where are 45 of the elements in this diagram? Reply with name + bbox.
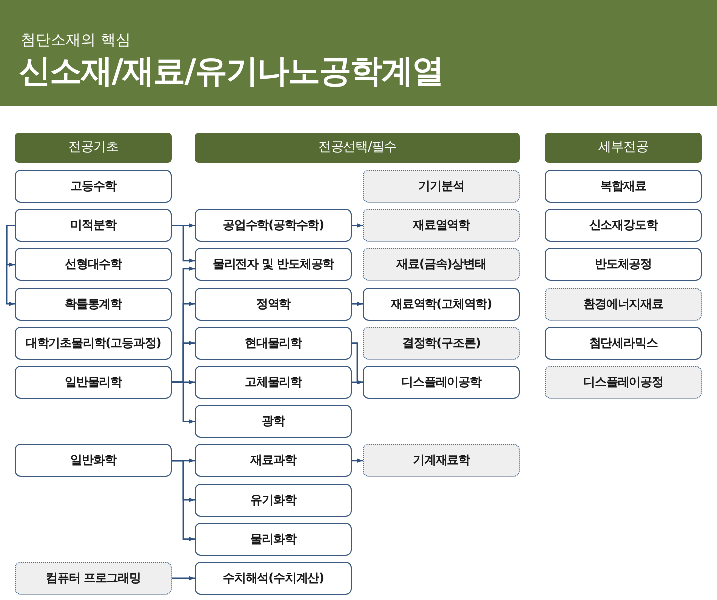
course-box: 반도체공정 <box>545 248 702 282</box>
course-box: 현대물리학 <box>195 326 352 360</box>
course-box: 디스플레이공학 <box>363 366 520 399</box>
course-box: 재료(금속)상변태 <box>363 248 520 282</box>
arrow <box>172 576 195 581</box>
arrow <box>6 225 15 306</box>
course-box: 선형대수학 <box>15 248 172 282</box>
course-box: 수치해석(수치계산) <box>195 562 352 595</box>
arrow <box>172 382 195 424</box>
course-box: 확률통계학 <box>15 288 172 321</box>
course-box: 고등수학 <box>15 170 172 203</box>
course-box: 일반화학 <box>15 444 172 478</box>
course-box: 재료과학 <box>195 444 352 478</box>
arrow <box>172 225 195 264</box>
course-box: 환경에너지재료 <box>545 288 702 321</box>
course-box: 정역학 <box>195 288 352 321</box>
course-box: 결정학(구조론) <box>363 326 520 360</box>
course-box: 기계재료학 <box>363 444 520 478</box>
column-header: 전공기초 <box>15 133 172 163</box>
course-box: 유기화학 <box>195 484 352 517</box>
course-box: 기기분석 <box>363 170 520 203</box>
arrow <box>352 380 363 385</box>
course-box: 물리화학 <box>195 522 352 556</box>
course-box: 미적분학 <box>15 209 172 242</box>
course-box: 첨단세라믹스 <box>545 326 702 360</box>
column-header: 세부전공 <box>545 133 702 163</box>
course-box: 재료역학(고체역학) <box>363 288 520 321</box>
course-box: 물리전자 및 반도체공학 <box>195 248 352 282</box>
course-box: 복합재료 <box>545 170 702 203</box>
course-box: 고체물리학 <box>195 366 352 399</box>
course-box: 컴퓨터 프로그래밍 <box>15 562 172 595</box>
subtitle: 첨단소재의 핵심 <box>21 31 131 50</box>
title: 신소재/재료/유기나노공학계열 <box>19 51 444 92</box>
course-box: 재료열역학 <box>363 209 520 242</box>
course-box: 광학 <box>195 405 352 438</box>
arrow <box>172 460 195 542</box>
course-box: 공업수학(공학수학) <box>195 209 352 242</box>
arrow <box>352 302 363 306</box>
course-box: 일반물리학 <box>15 366 172 399</box>
arrow <box>352 458 363 464</box>
course-box: 신소재강도학 <box>545 209 702 242</box>
column-header: 전공선택/필수 <box>195 133 520 163</box>
arrow <box>352 223 363 228</box>
course-box: 디스플레이공정 <box>545 366 702 399</box>
course-box: 대학기초물리학(고등과정) <box>15 326 172 360</box>
